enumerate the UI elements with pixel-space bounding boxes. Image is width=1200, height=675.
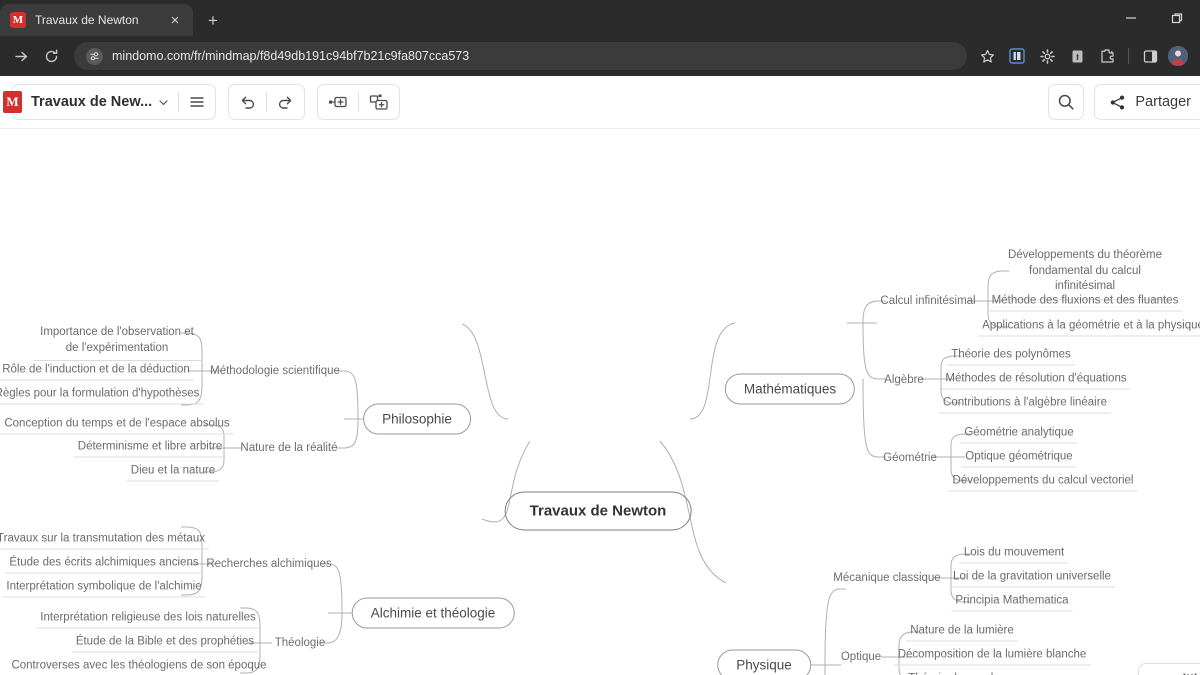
zoom-out-button[interactable]: − [1139, 664, 1173, 675]
mindmap-leaf[interactable]: Interprétation religieuse des lois natur… [36, 610, 260, 629]
browser-omnibar: mindomo.com/fr/mindmap/f8d49db191c94bf7b… [0, 36, 1200, 76]
mindmap-edges [181, 270, 1009, 675]
mindmap-leaf[interactable]: Théorie des polynômes [947, 347, 1075, 366]
mindmap-leaf[interactable]: Applications à la géométrie et à la phys… [978, 318, 1200, 337]
omnibar-divider [1128, 48, 1129, 64]
url-bar[interactable]: mindomo.com/fr/mindmap/f8d49db191c94bf7b… [74, 42, 967, 70]
add-child-node-icon[interactable] [359, 85, 399, 119]
mindmap-leaf[interactable]: Étude de la Bible et des prophéties [71, 634, 259, 653]
node-tools-group [317, 84, 401, 120]
mindmap-subbranch-methodologie-scientifique[interactable]: Méthodologie scientifique [210, 365, 340, 377]
reload-icon[interactable] [36, 41, 66, 71]
profile-avatar[interactable] [1168, 46, 1188, 66]
new-tab-icon[interactable]: + [208, 10, 218, 30]
browser-tab-strip: M Travaux de Newton × + [0, 0, 1200, 36]
toolbar-separator [358, 92, 360, 112]
mindmap-leaf[interactable]: Théorie des couleurs [904, 671, 1019, 675]
close-tab-icon[interactable]: × [170, 11, 180, 29]
chevron-down-icon [159, 99, 168, 105]
mindmap-subbranch-geometrie[interactable]: Géométrie [883, 452, 937, 464]
mindmap-leaf[interactable]: Nature de la lumière [906, 623, 1018, 642]
mindmap-subbranch-recherches-alchimiques[interactable]: Recherches alchimiques [206, 558, 332, 570]
side-panel-icon[interactable] [1136, 42, 1164, 70]
app-toolbar: M Travaux de New... [0, 76, 1200, 129]
mindmap-leaf[interactable]: Méthodes de résolution d'équations [941, 371, 1131, 390]
puzzle-extension-icon[interactable] [1093, 42, 1121, 70]
document-title: Travaux de New... [31, 94, 153, 110]
mindmap-leaf[interactable]: Principia Mathematica [951, 593, 1073, 612]
omnibar-icon-group [973, 42, 1194, 70]
mindmap-subbranch-algebre[interactable]: Algèbre [884, 374, 924, 386]
mindmap-leaf[interactable]: Lois du mouvement [959, 545, 1069, 564]
mindmap-leaf[interactable]: Optique géométrique [961, 449, 1077, 468]
window-controls [1108, 0, 1200, 36]
mindmap-leaf[interactable]: Loi de la gravitation universelle [949, 569, 1115, 588]
mindmap-subbranch-mecanique-classique[interactable]: Mécanique classique [833, 572, 941, 584]
star-icon[interactable] [973, 42, 1001, 70]
mindmap-subbranch-theologie[interactable]: Théologie [274, 637, 326, 649]
mindmap-branch-alchimie-theologie[interactable]: Alchimie et théologie [351, 597, 515, 629]
mindmap-subbranch-nature-de-la-realite[interactable]: Nature de la réalité [240, 442, 338, 454]
mindmap-leaf[interactable]: Dieu et la nature [126, 463, 220, 482]
minimize-window-icon[interactable] [1108, 0, 1154, 36]
browser-tab[interactable]: M Travaux de Newton × [0, 4, 193, 36]
mindmap-leaf[interactable]: Importance de l'observation et de l'expé… [33, 323, 201, 362]
add-sibling-node-icon[interactable] [318, 85, 358, 119]
history-group [228, 84, 306, 120]
mindomo-favicon-icon: M [10, 12, 26, 28]
tab-title: Travaux de Newton [35, 13, 139, 27]
search-icon[interactable] [1048, 84, 1085, 120]
extension-highlight-icon[interactable] [1003, 42, 1031, 70]
mindmap-root-node[interactable]: Travaux de Newton [504, 491, 692, 531]
mindmap-leaf[interactable]: Étude des écrits alchimiques anciens [5, 555, 203, 574]
maximize-window-icon[interactable] [1154, 0, 1200, 36]
toolbar-right-group: Partager [1048, 84, 1200, 120]
hamburger-menu-icon[interactable] [179, 85, 215, 119]
document-group: M Travaux de New... [3, 84, 217, 120]
mindmap-leaf[interactable]: Géométrie analytique [960, 425, 1078, 444]
redo-icon[interactable] [267, 85, 304, 119]
mindmap-leaf[interactable]: Décomposition de la lumière blanche [893, 647, 1091, 666]
reading-list-icon[interactable] [1063, 42, 1091, 70]
mindmap-leaf[interactable]: Développements du théorème fondamental d… [1001, 246, 1169, 300]
mindmap-leaf[interactable]: Règles pour la formulation d'hypothèses [0, 386, 204, 405]
mindmap-leaf[interactable]: Contributions à l'algèbre linéaire [939, 395, 1111, 414]
url-text: mindomo.com/fr/mindmap/f8d49db191c94bf7b… [112, 49, 470, 63]
mindmap-leaf[interactable]: Travaux sur la transmutation des métaux [0, 531, 209, 550]
toolbar-separator [178, 92, 180, 112]
site-settings-icon[interactable] [86, 47, 103, 65]
mindmap-leaf[interactable]: Méthode des fluxions et des fluantes [987, 293, 1183, 312]
mindmap-subbranch-optique[interactable]: Optique [840, 651, 882, 663]
mindmap-leaf[interactable]: Interprétation symbolique de l'alchimie [2, 579, 206, 598]
mindmap-leaf[interactable]: Développements du calcul vectoriel [948, 473, 1138, 492]
mindmap-subbranch-calcul-infinitesimal[interactable]: Calcul infinitésimal [880, 295, 976, 307]
mindmap-leaf[interactable]: Déterminisme et libre arbitre [73, 439, 227, 458]
mindmap-leaf[interactable]: Controverses avec les théologiens de son… [7, 658, 270, 675]
zoom-controls: − [1138, 663, 1200, 675]
mindmap-leaf[interactable]: Rôle de l'induction et de la déduction [0, 362, 194, 381]
fit-to-screen-icon[interactable] [1173, 664, 1200, 675]
share-icon [1111, 95, 1125, 109]
mindmap-leaf[interactable]: Conception du temps et de l'espace absol… [0, 416, 234, 435]
share-button[interactable]: Partager [1094, 84, 1200, 120]
document-title-button[interactable]: Travaux de New... [22, 85, 178, 119]
mindmap-branch-physique[interactable]: Physique [717, 649, 811, 675]
gear-icon[interactable] [1033, 42, 1061, 70]
forward-icon[interactable] [6, 41, 36, 71]
mindmap-branch-mathematiques[interactable]: Mathématiques [724, 373, 856, 405]
undo-icon[interactable] [229, 85, 266, 119]
share-label: Partager [1135, 94, 1191, 110]
mindmap-canvas[interactable]: Travaux de Newton Mathématiques Calcul i… [0, 129, 1200, 675]
mindmap-branch-philosophie[interactable]: Philosophie [363, 403, 471, 435]
toolbar-separator [266, 92, 268, 112]
mindomo-logo-icon[interactable]: M [3, 91, 22, 113]
